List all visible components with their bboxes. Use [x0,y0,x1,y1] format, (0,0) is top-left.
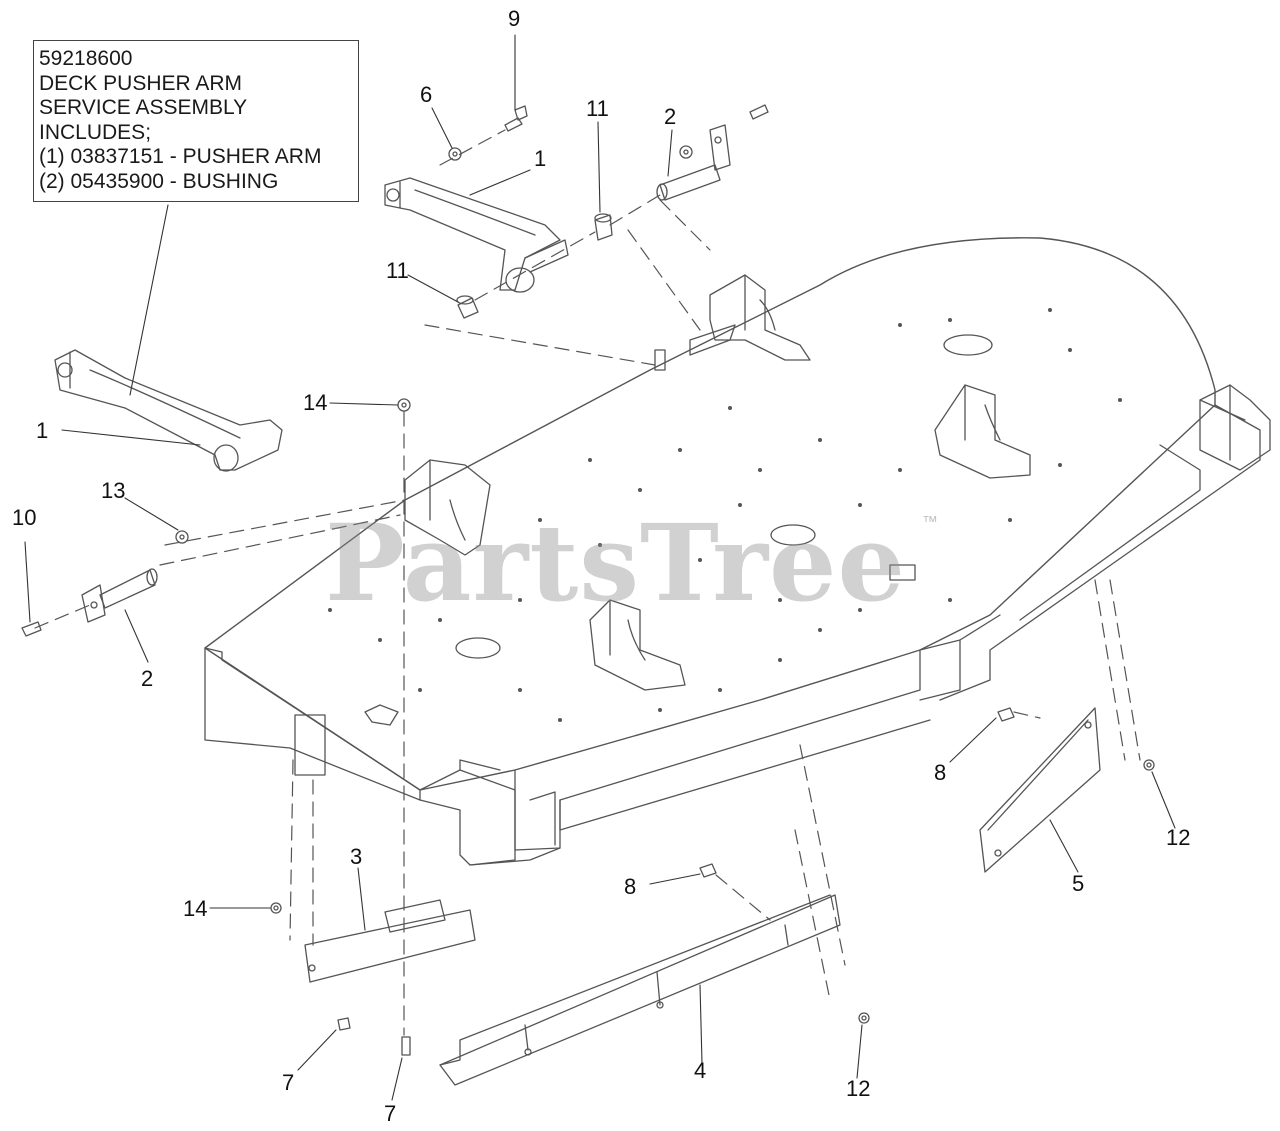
callout-14[interactable]: 14 [303,390,328,415]
baffle-5 [979,707,1101,873]
info-line: INCLUDES; [39,120,152,144]
callout-14[interactable]: 14 [183,896,208,921]
callout-9[interactable]: 9 [508,6,521,31]
callout-13[interactable]: 13 [101,478,126,503]
pivot-pin-upper [656,124,731,201]
hardware [21,104,1155,1056]
trademark-symbol: ™ [922,514,938,531]
info-line: SERVICE ASSEMBLY [39,96,248,119]
callout-12[interactable]: 12 [1166,825,1191,850]
info-line: DECK PUSHER ARM [39,71,243,95]
callout-5[interactable]: 5 [1072,871,1085,896]
leader-lines [24,34,1176,1101]
pivot-pin-lower [81,568,158,623]
callout-10[interactable]: 10 [12,505,37,530]
callout-1[interactable]: 1 [36,418,49,443]
callout-12[interactable]: 12 [846,1076,871,1101]
mower-deck-plate [204,237,1271,866]
callout-2[interactable]: 2 [664,104,677,129]
info-line: (2) 05435900 - BUSHING [39,169,279,193]
pusher-arm-upper [384,177,569,293]
callout-7[interactable]: 7 [282,1070,295,1095]
assembly-lines [34,129,1141,1036]
callout-7[interactable]: 7 [384,1101,397,1126]
callout-3[interactable]: 3 [350,844,363,869]
baffle-3 [304,899,476,983]
callout-8[interactable]: 8 [624,874,637,899]
callout-6[interactable]: 6 [420,82,433,107]
pusher-arm-left [54,349,283,472]
info-line: (1) 03837151 - PUSHER ARM [39,145,322,168]
callout-1[interactable]: 1 [534,146,547,171]
bushing-upper [594,213,613,241]
info-line: 59218600 [39,47,133,70]
callout-11[interactable]: 11 [586,96,609,121]
assembly-info-box: 59218600 DECK PUSHER ARM SERVICE ASSEMBL… [33,40,359,202]
baffle-4 [439,894,841,1086]
callout-2[interactable]: 2 [141,666,154,691]
parts-tree-watermark: PartsTree [325,500,906,625]
deck-surface-dots [328,308,1122,722]
callout-8[interactable]: 8 [934,760,947,785]
callout-4[interactable]: 4 [694,1058,707,1083]
bushing-lower [456,295,479,319]
callout-11[interactable]: 11 [386,258,409,283]
